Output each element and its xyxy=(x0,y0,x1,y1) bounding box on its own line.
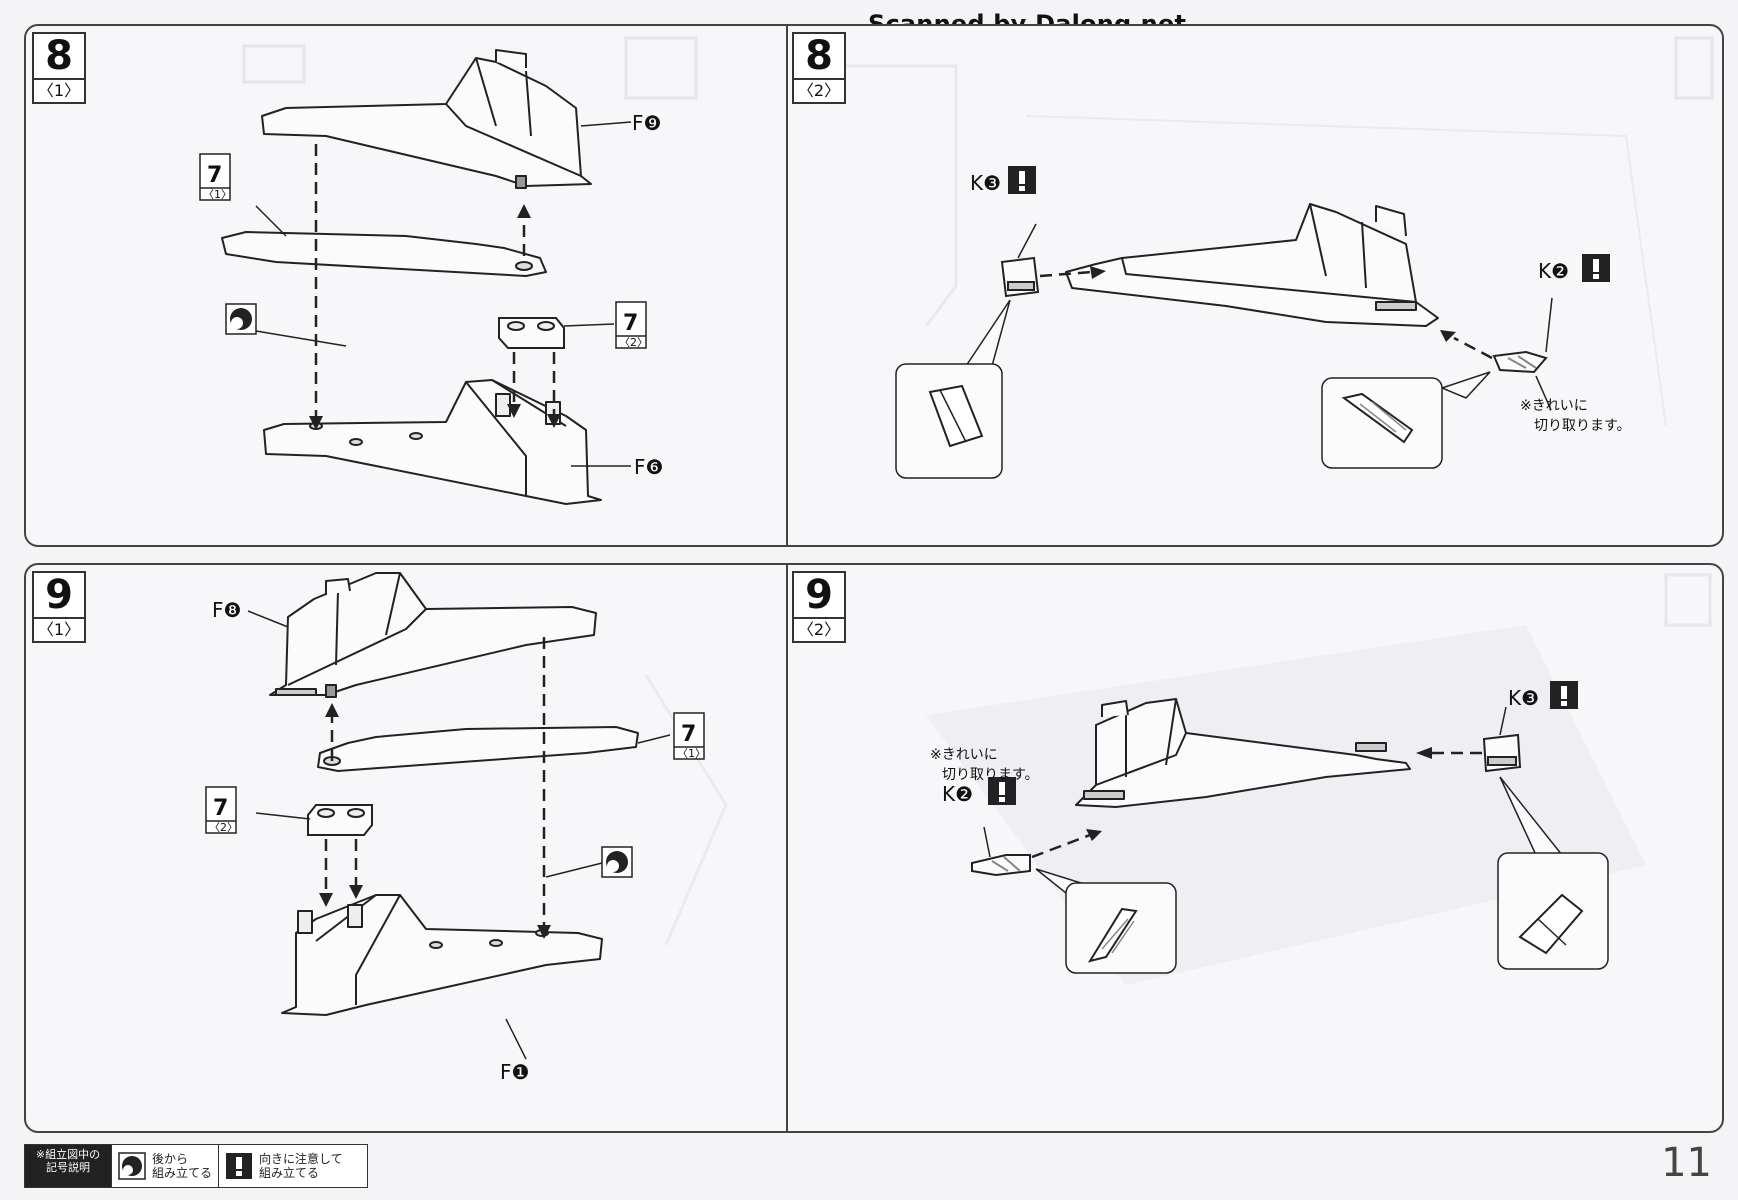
legend-direction-line-2: 組み立てる xyxy=(259,1166,320,1180)
part-k2-piece xyxy=(1492,350,1548,374)
caution-direction-icon xyxy=(226,1153,253,1179)
part-label-k3: K❸ xyxy=(1508,686,1539,710)
part-label-f1: F❶ xyxy=(500,1060,529,1084)
assembly-guide-lines xyxy=(314,144,556,418)
part-label-f6: F❻ xyxy=(634,455,663,479)
detail-callout-k2 xyxy=(1321,371,1491,469)
ref-step-7-1: 7 〈1〉 xyxy=(199,153,232,201)
step-number: 8 xyxy=(794,34,844,80)
step-number: 9 xyxy=(34,573,84,619)
caution-direction-icon xyxy=(1008,166,1036,194)
ref-substep: 〈1〉 xyxy=(203,188,232,201)
detail-callout-k3 xyxy=(895,299,1011,479)
caution-direction-icon xyxy=(1582,254,1610,282)
detail-callout-k2 xyxy=(1035,868,1177,974)
panel-divider xyxy=(786,565,788,1131)
part-k3-piece xyxy=(1482,733,1522,773)
part-wing-assembly xyxy=(1075,698,1411,808)
assembly-guide-lines xyxy=(1039,270,1493,360)
ref-step-7-2: 7 〈2〉 xyxy=(205,786,238,834)
leader-lines xyxy=(247,610,671,1060)
ref-number: 7 xyxy=(681,722,696,747)
step-substep: 〈2〉 xyxy=(797,620,841,639)
legend-build-later-line-2: 組み立てる xyxy=(152,1166,213,1180)
note-clean-cut-line-2: 切り取ります。 xyxy=(1534,418,1631,434)
assembly-guide-lines xyxy=(1031,751,1482,859)
step-number: 9 xyxy=(794,573,844,619)
step-substep: 〈1〉 xyxy=(37,81,81,100)
legend-caption: ※組立図中の 記号説明 xyxy=(25,1145,111,1187)
part-k3-piece xyxy=(1000,256,1040,298)
detail-callout-k3 xyxy=(1497,776,1609,970)
panel-divider xyxy=(786,26,788,545)
assembly-arrowheads xyxy=(1086,747,1432,841)
part-label-k3: K❸ xyxy=(970,171,1001,195)
part-connector-block xyxy=(498,317,565,349)
legend-build-later-line-1: 後から xyxy=(152,1152,189,1166)
note-clean-cut-line-1: ※きれいに xyxy=(1520,398,1588,414)
ref-number: 7 xyxy=(207,163,222,188)
step-number: 8 xyxy=(34,34,84,80)
leader-lines xyxy=(255,121,632,467)
part-plate-shape xyxy=(317,726,639,772)
part-label-f8: F❽ xyxy=(212,598,241,622)
part-wing-assembly xyxy=(1065,203,1439,327)
ref-substep: 〈1〉 xyxy=(677,747,706,760)
part-f6-shape xyxy=(263,379,602,505)
legend-direction: 向きに注意して 組み立てる xyxy=(218,1145,349,1187)
page-number: 11 xyxy=(1661,1140,1712,1186)
step-8-drawing: F❾ F❻ 7 〈1〉 7 〈2〉 xyxy=(199,36,1714,505)
note-clean-cut-line-1: ※きれいに xyxy=(930,747,998,763)
step-8-2-badge: 8 〈2〉 xyxy=(792,32,846,104)
legend-direction-line-1: 向きに注意して xyxy=(259,1152,343,1166)
legend-build-later: 後から 組み立てる xyxy=(111,1145,218,1187)
part-f9-shape xyxy=(261,49,592,189)
ref-number: 7 xyxy=(213,796,228,821)
ref-number: 7 xyxy=(623,311,638,336)
step-8-panel: 8 〈1〉 8 〈2〉 xyxy=(24,24,1724,547)
step-substep: 〈1〉 xyxy=(37,620,81,639)
note-clean-cut-line-2: 切り取ります。 xyxy=(942,767,1039,783)
part-f1-shape xyxy=(281,894,603,1016)
step-9-2-badge: 9 〈2〉 xyxy=(792,571,846,643)
symbol-legend: ※組立図中の 記号説明 後から 組み立てる 向きに注意して 組み立てる xyxy=(24,1144,368,1188)
legend-caption-line-2: 記号説明 xyxy=(46,1161,90,1174)
part-f8-shape xyxy=(269,572,597,698)
leader-lines xyxy=(983,706,1507,858)
step-9-panel: 9 〈1〉 9 〈2〉 xyxy=(24,563,1724,1133)
assembly-guide-lines xyxy=(324,637,546,927)
step-9-drawing: F❽ F❶ 7 〈1〉 7 〈2〉 xyxy=(205,572,1712,1084)
part-label-f9: F❾ xyxy=(632,111,661,135)
build-later-icon xyxy=(118,1152,146,1180)
step-8-1-badge: 8 〈1〉 xyxy=(32,32,86,104)
build-later-icon xyxy=(601,846,633,878)
ref-step-7-1: 7 〈1〉 xyxy=(673,712,706,760)
legend-caption-line-1: ※組立図中の xyxy=(35,1148,101,1161)
leader-lines xyxy=(1017,223,1553,411)
ref-substep: 〈2〉 xyxy=(619,336,648,349)
part-label-k2: K❷ xyxy=(942,782,973,806)
part-plate-shape xyxy=(221,231,547,277)
build-later-icon xyxy=(225,303,257,335)
assembly-arrowheads xyxy=(319,703,551,939)
step-9-1-badge: 9 〈1〉 xyxy=(32,571,86,643)
assembly-arrowheads xyxy=(1090,266,1456,342)
step-substep: 〈2〉 xyxy=(797,81,841,100)
caution-direction-icon xyxy=(1550,681,1578,709)
assembly-arrowheads xyxy=(309,204,561,430)
ref-substep: 〈2〉 xyxy=(209,821,238,834)
part-label-k2: K❷ xyxy=(1538,259,1569,283)
caution-direction-icon xyxy=(988,777,1016,805)
background-ghost-art xyxy=(242,36,1714,427)
part-k2-piece xyxy=(971,854,1031,877)
ref-step-7-2: 7 〈2〉 xyxy=(615,301,648,349)
part-connector-block xyxy=(307,804,373,836)
